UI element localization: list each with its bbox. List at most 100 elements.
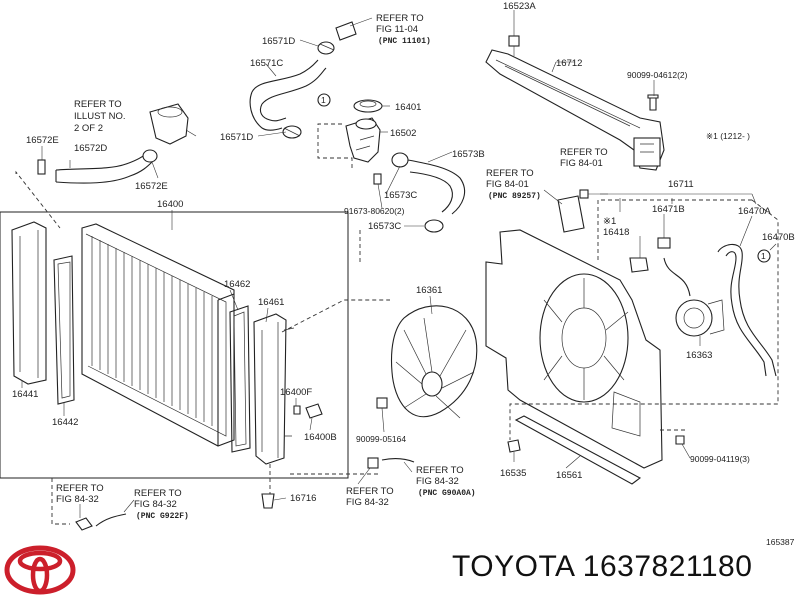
label-90099-05164: 90099-05164 xyxy=(356,434,406,444)
hose-fig-84-32-a xyxy=(75,517,93,531)
hose-16573B xyxy=(407,159,466,215)
gasket-16462 xyxy=(229,305,251,453)
refer-fig-84-01r-line2: FIG 84-01 xyxy=(560,158,603,169)
clamp-16571D-bottom xyxy=(282,125,302,139)
label-16470B: 16470B xyxy=(762,232,795,243)
refer-fig-84-32-b-line1: REFER TO xyxy=(134,488,182,499)
label-16716: 16716 xyxy=(290,493,316,504)
refer-fig-11-04-line1: REFER TO xyxy=(376,13,424,24)
label-91673-80620: 91673-80620(2) xyxy=(344,206,405,216)
label-16418-mark: ※1 xyxy=(603,216,616,227)
refer-fig-84-32-d-line3: (PNC G90A0A) xyxy=(418,489,476,498)
refer-illust-line2: ILLUST NO. xyxy=(74,111,126,122)
label-16361: 16361 xyxy=(416,285,442,296)
clamp-16571D-top xyxy=(317,41,335,55)
label-16711: 16711 xyxy=(668,179,694,190)
footer-part-title: TOYOTA 1637821180 xyxy=(452,550,752,584)
ref-circle-1-right xyxy=(757,249,771,263)
fitting-fig-11-04 xyxy=(335,21,357,41)
note-x1: ※1 (1212‐ ) xyxy=(706,131,750,141)
refer-fig-84-01-line3: (PNC 89257) xyxy=(488,192,541,201)
drain-cock-16400B xyxy=(305,403,323,419)
bolt-90099-04612 xyxy=(647,94,659,111)
bolt-fig-84-01 xyxy=(579,189,589,199)
fan-16361 xyxy=(390,305,478,419)
label-16441: 16441 xyxy=(12,389,38,400)
label-16572D: 16572D xyxy=(74,143,107,154)
radiator-group-box xyxy=(0,211,349,479)
clamp-16573C-b xyxy=(424,219,444,233)
label-16561: 16561 xyxy=(556,470,582,481)
refer-fig-84-32-d-line2: FIG 84-32 xyxy=(416,476,459,487)
diagram-id: 165387 xyxy=(766,537,795,547)
label-16462: 16462 xyxy=(224,279,250,290)
wire-16470A xyxy=(717,243,777,377)
toyota-logo xyxy=(4,545,76,595)
label-16573C-a: 16573C xyxy=(384,190,417,201)
hose-fig-84-32-d xyxy=(367,457,415,469)
shroud-dashed-links xyxy=(509,199,779,440)
label-16401: 16401 xyxy=(395,102,421,113)
label-16571D-top: 16571D xyxy=(262,36,295,47)
tank-16441 xyxy=(11,221,47,385)
label-16572E-bottom: 16572E xyxy=(135,181,168,192)
label-16572E-top: 16572E xyxy=(26,135,59,146)
drain-plug-16400F xyxy=(293,405,301,415)
refer-illust-line1: REFER TO xyxy=(74,99,122,110)
label-16712: 16712 xyxy=(556,58,582,69)
refer-fig-84-01r-line1: REFER TO xyxy=(560,147,608,158)
label-16571C: 16571C xyxy=(250,58,283,69)
motor-16363 xyxy=(663,257,725,337)
water-outlet-16502 xyxy=(345,117,381,163)
footer-part-number: 1637821180 xyxy=(582,550,753,583)
refer-fig-84-32-c-line2: FIG 84-32 xyxy=(346,497,389,508)
label-16535: 16535 xyxy=(500,468,526,479)
label-16442: 16442 xyxy=(52,417,78,428)
tank-16461 xyxy=(253,313,295,465)
label-90099-04119: 90099-04119(3) xyxy=(690,454,750,464)
hose-fig-84-32-b xyxy=(95,513,127,527)
hose-16571C xyxy=(249,59,327,131)
seal-16561 xyxy=(514,415,642,485)
bolt-91673-80620 xyxy=(373,173,382,185)
circle-1-right-text: 1 xyxy=(761,251,766,261)
bolt-90099-04119 xyxy=(675,435,685,445)
label-16471B: 16471B xyxy=(652,204,685,215)
relay-fig-84-01 xyxy=(557,195,585,233)
radiator-cap-16401 xyxy=(353,99,383,113)
refer-fig-84-32-b-line3: (PNC G922F) xyxy=(136,512,189,521)
gasket-16442 xyxy=(53,255,75,405)
label-16523A: 16523A xyxy=(503,1,536,12)
refer-fig-11-04-line3: (PNC 11101) xyxy=(378,37,431,46)
ref-circle-1-top xyxy=(317,93,331,107)
label-16363: 16363 xyxy=(686,350,712,361)
connector-16471B xyxy=(657,237,671,249)
label-16573B: 16573B xyxy=(452,149,485,160)
refer-fig-84-32-d-line1: REFER TO xyxy=(416,465,464,476)
radiator-dashed-links xyxy=(15,123,390,525)
label-16418: 16418 xyxy=(603,227,629,238)
label-16400F: 16400F xyxy=(280,387,312,398)
refer-fig-84-32-b-line2: FIG 84-32 xyxy=(134,499,177,510)
clamp-16573C-a xyxy=(391,152,409,168)
clamp-16572E-bottom xyxy=(142,149,158,163)
label-90099-04612: 90099-04612(2) xyxy=(627,70,688,80)
circle-1-top-text: 1 xyxy=(321,95,326,105)
refer-fig-84-01-line1: REFER TO xyxy=(486,168,534,179)
connector-16418 xyxy=(629,257,649,273)
valve-refer-illust xyxy=(149,103,197,145)
radiator-core-16400 xyxy=(81,223,235,447)
refer-fig-84-01-line2: FIG 84-01 xyxy=(486,179,529,190)
label-16573C-b: 16573C xyxy=(368,221,401,232)
support-16716 xyxy=(261,493,275,509)
footer-brand: TOYOTA xyxy=(452,550,574,583)
washer-90099-05164 xyxy=(376,397,388,409)
refer-fig-84-32-a-line1: REFER TO xyxy=(56,483,104,494)
refer-fig-84-32-c-line1: REFER TO xyxy=(346,486,394,497)
label-16502: 16502 xyxy=(390,128,416,139)
label-16571D-bottom: 16571D xyxy=(220,132,253,143)
clamp-16572E-top xyxy=(37,159,46,175)
labels: 16523A 16712 90099-04612(2) REFER TO FIG… xyxy=(12,1,795,547)
label-16400: 16400 xyxy=(157,199,183,210)
